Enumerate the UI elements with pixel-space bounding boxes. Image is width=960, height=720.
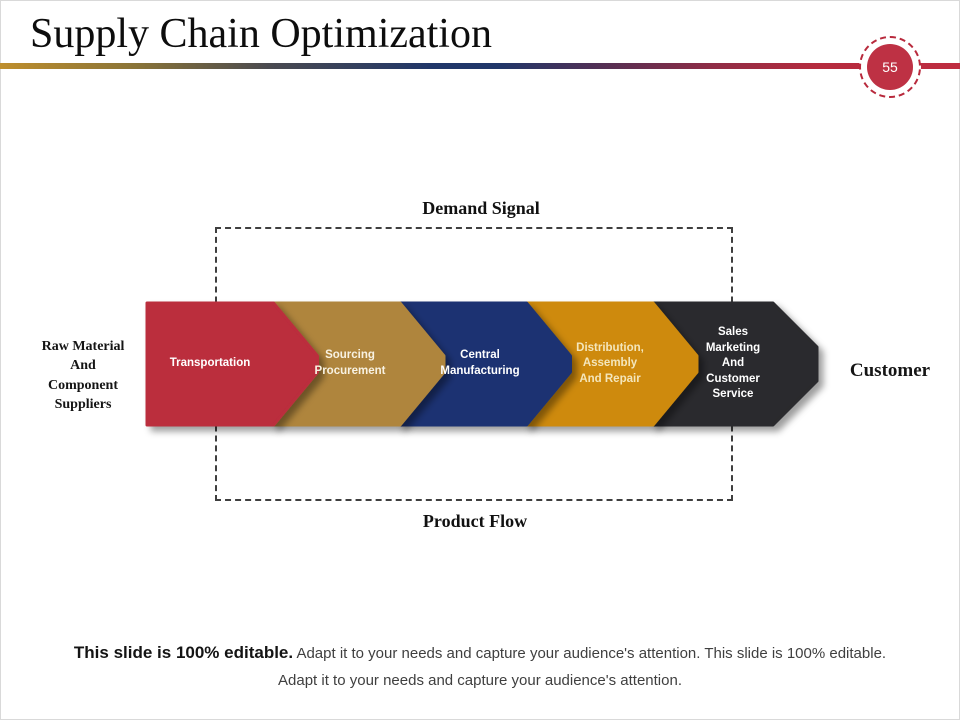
- suppliers-label: Raw Material And Component Suppliers: [41, 339, 125, 412]
- slide-number: 55: [882, 59, 898, 75]
- footer-bold-text: This slide is 100% editable.: [73, 643, 294, 662]
- title-underline-gradient: [0, 63, 960, 69]
- slide-number-circle: 55: [867, 44, 913, 90]
- slide-number-badge: 55: [859, 36, 921, 98]
- footer: This slide is 100% editable. Adapt it to…: [0, 643, 960, 689]
- footer-line-2: Adapt it to your needs and capture your …: [278, 672, 682, 689]
- customer-label: Customer: [849, 360, 931, 381]
- process-step-shape: [145, 301, 319, 427]
- demand-signal-label: Demand Signal: [422, 198, 540, 218]
- process-arrows-svg: [145, 301, 819, 427]
- slide-title: Supply Chain Optimization: [30, 11, 492, 57]
- footer-line-1: This slide is 100% editable. Adapt it to…: [0, 643, 960, 663]
- process-step-shapes: [145, 301, 819, 427]
- footer-regular-text: Adapt it to your needs and capture your …: [293, 645, 887, 662]
- product-flow-label: Product Flow: [422, 511, 528, 531]
